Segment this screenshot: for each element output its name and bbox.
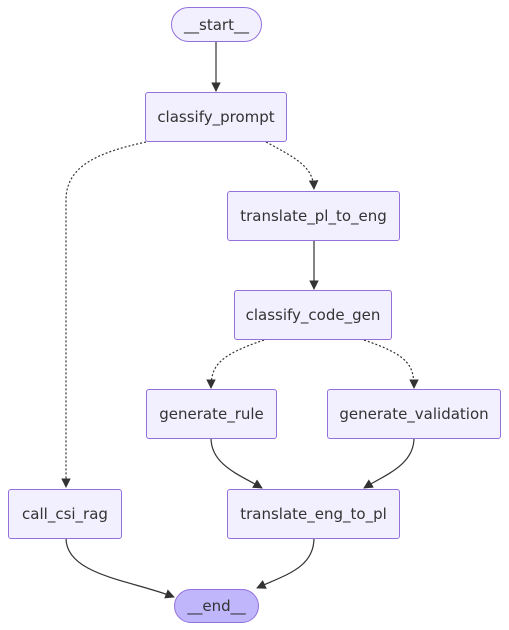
node-call-csi-rag[interactable]: call_csi_rag	[8, 489, 122, 539]
node-generate-rule[interactable]: generate_rule	[146, 389, 277, 439]
edge-generate-rule-translate-eng-to-pl	[210, 437, 263, 489]
node-classify-prompt[interactable]: classify_prompt	[145, 92, 287, 142]
edge-call-csi-rag-end	[65, 537, 175, 599]
edge-classify-prompt-call-csi-rag	[61, 141, 147, 488]
edge-classify-prompt-translate-pl-to-eng	[265, 141, 319, 190]
edge-generate-validation-translate-eng-to-pl	[363, 437, 415, 489]
node-translate-eng-to-pl[interactable]: translate_eng_to_pl	[227, 489, 400, 539]
edge-classify-code-gen-generate-validation	[363, 339, 419, 389]
edge-translate-eng-to-pl-end	[256, 537, 315, 589]
node-generate-validation[interactable]: generate_validation	[327, 389, 501, 439]
edge-classify-code-gen-generate-rule	[206, 339, 265, 389]
node-start[interactable]: __start__	[171, 7, 262, 42]
node-classify-code-gen[interactable]: classify_code_gen	[234, 290, 392, 340]
node-translate-pl-to-eng[interactable]: translate_pl_to_eng	[227, 191, 400, 241]
node-end[interactable]: __end__	[174, 589, 259, 623]
